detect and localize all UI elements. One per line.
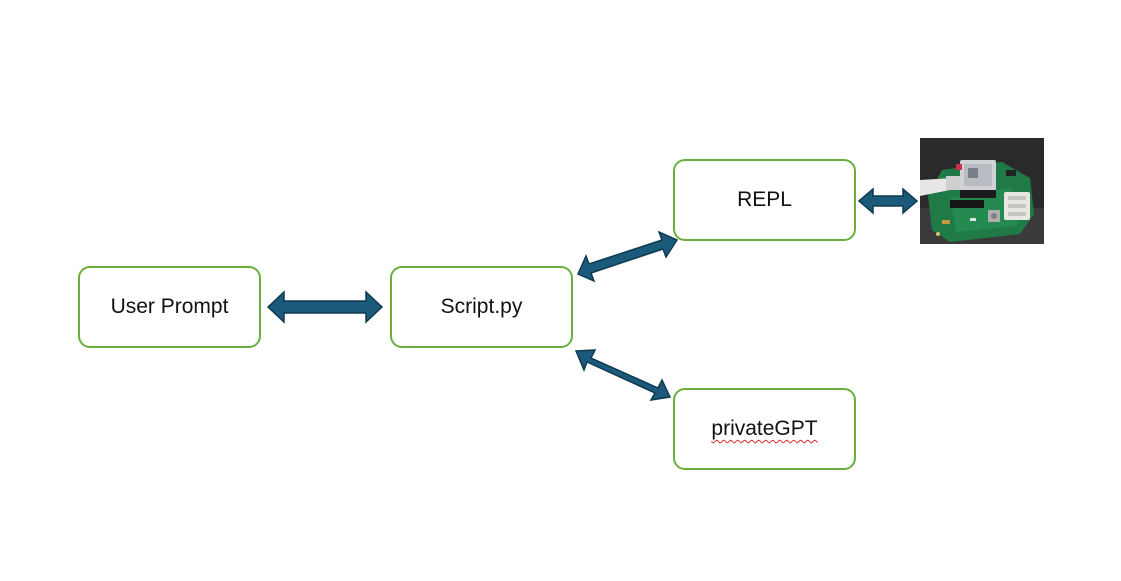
arrow-script-repl (577, 230, 679, 283)
arrow-repl-board (857, 187, 919, 215)
user-prompt-node: User Prompt (78, 266, 261, 348)
usb-cable (920, 178, 954, 196)
script-node: Script.py (390, 266, 573, 348)
private-gpt-label: privateGPT (711, 417, 818, 440)
arrow-user-script (266, 290, 384, 324)
script-label: Script.py (440, 295, 523, 318)
pin-header (950, 200, 984, 208)
microcontroller-board-photo (920, 138, 1044, 244)
repl-label: REPL (737, 188, 792, 211)
repl-node: REPL (673, 159, 856, 241)
user-prompt-label: User Prompt (110, 295, 229, 318)
private-gpt-node: privateGPT (673, 388, 856, 470)
arrow-script-gpt (574, 349, 672, 401)
